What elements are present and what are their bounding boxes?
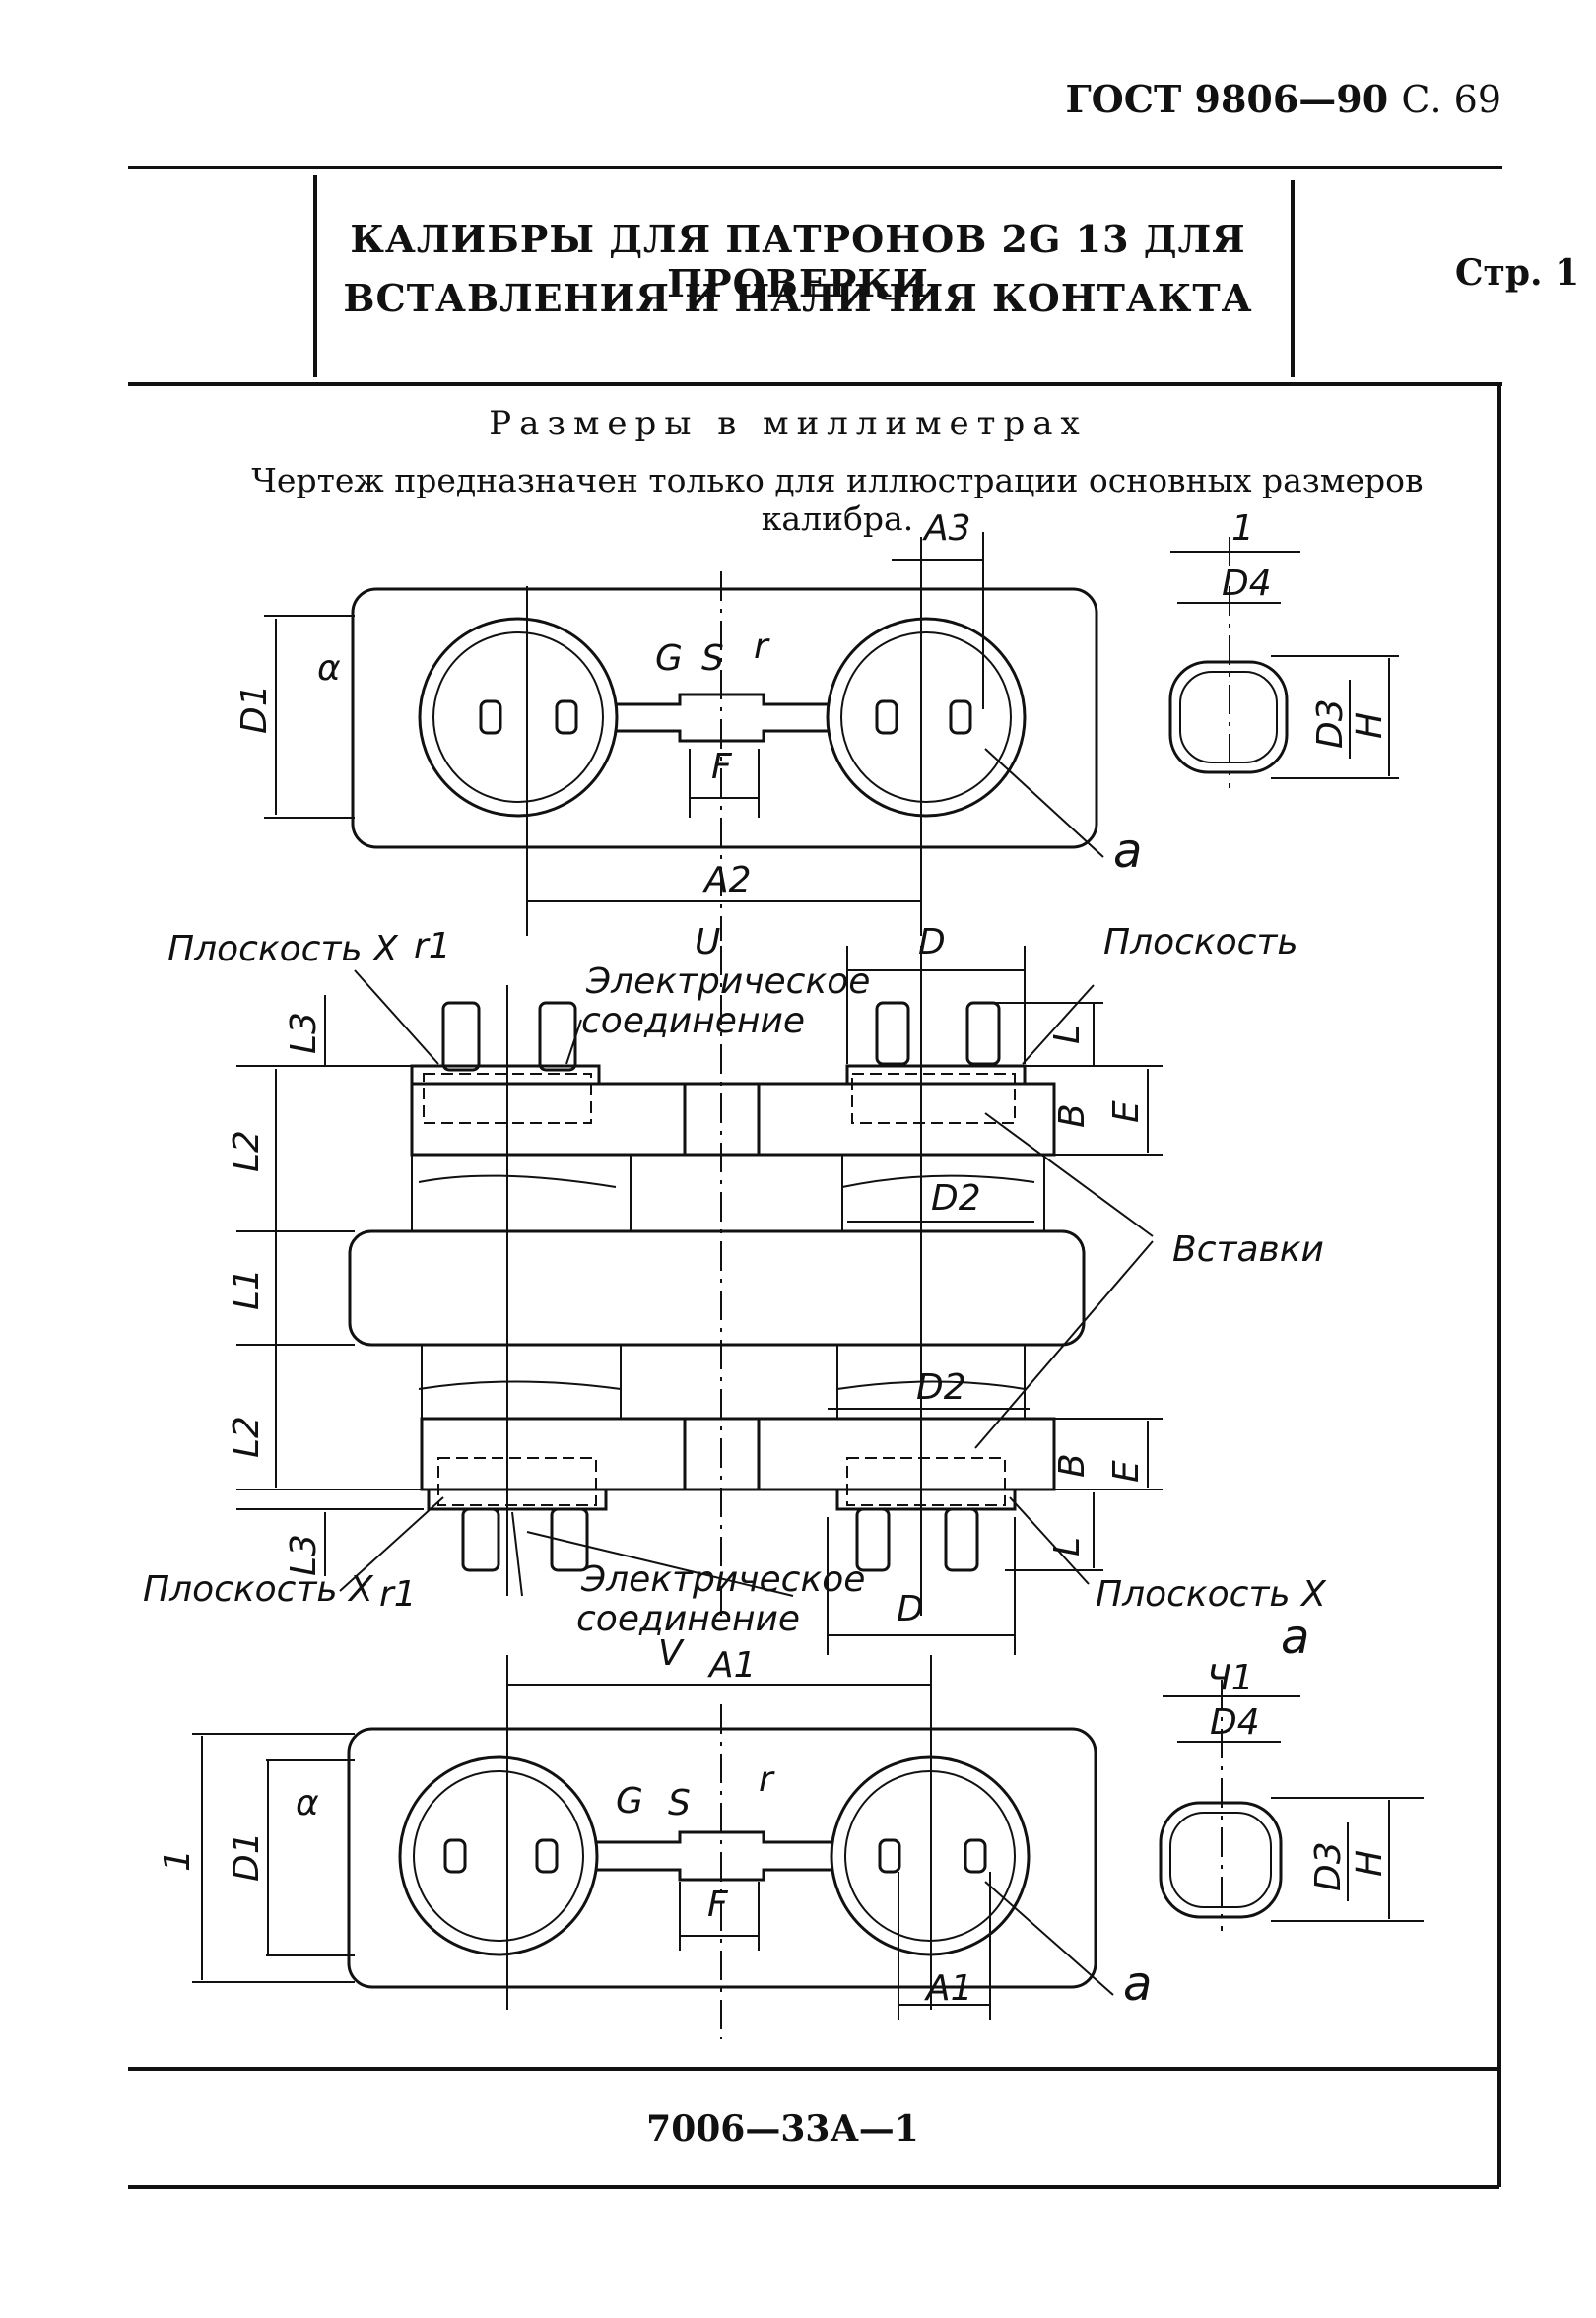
top-side-view <box>1168 537 1399 788</box>
label-inserts: Вставки <box>1172 1229 1324 1270</box>
dim-L1: L1 <box>227 1268 267 1310</box>
label-U: U <box>695 922 720 962</box>
dim-S-bottom: S <box>668 1783 691 1823</box>
dim-S-top: S <box>701 638 724 679</box>
dim-r1-bottom: r1 <box>379 1574 417 1615</box>
title-line-2: ВСТАВЛЕНИЯ И НАЛИЧИЯ КОНТАКТА <box>343 276 1253 320</box>
dim-r-bottom: r <box>759 1759 775 1800</box>
dim-G-bottom: G <box>616 1781 643 1821</box>
dim-c1: Ч1 <box>1207 1658 1254 1698</box>
frame-right <box>1497 384 1501 2187</box>
footer-rule-top <box>128 2067 1499 2071</box>
dim-one-bottom: 1 <box>158 1849 198 1872</box>
drawing-note: Чертеж предназначен только для иллюстрац… <box>251 461 1424 538</box>
dim-A1-bottom: A1 <box>707 1645 757 1686</box>
bottom-plan-view <box>192 1655 1114 2039</box>
dim-D1-bottom: D1 <box>227 1831 267 1882</box>
label-elec-conn-top-1: Электрическое <box>585 961 870 1002</box>
dim-r-top: r <box>754 627 770 667</box>
dim-A3: A3 <box>922 508 971 549</box>
dim-F-top: F <box>711 747 733 787</box>
dim-L-top: L <box>1047 1025 1088 1044</box>
label-a-top: a <box>1113 824 1142 879</box>
dim-L2-top: L2 <box>227 1130 267 1172</box>
page-header: ГОСТ 9806—90 С. 69 <box>1065 77 1501 121</box>
footer-rule-bottom <box>128 2185 1499 2189</box>
dim-E-bottom: E <box>1106 1460 1147 1483</box>
label-V: V <box>658 1633 685 1674</box>
dim-B-top: B <box>1052 1103 1093 1128</box>
bottom-side-view <box>1159 1680 1424 1931</box>
top-plan-view <box>264 532 1104 941</box>
dim-H-top: H <box>1350 712 1390 739</box>
dim-B-bottom: B <box>1052 1453 1093 1478</box>
dim-D2-top: D2 <box>931 1178 981 1219</box>
dim-A2: A2 <box>702 860 752 900</box>
label-elec-conn-top-2: соединение <box>581 1001 805 1041</box>
label-plane-x-top: Плоскость Х <box>167 929 399 969</box>
units-note: Размеры в миллиметрах <box>489 404 1088 443</box>
label-a-middle: a <box>1281 1610 1309 1665</box>
dim-L3-top: L3 <box>284 1012 324 1054</box>
title-line-1: КАЛИБРЫ ДЛЯ ПАТРОНОВ 2G 13 ДЛЯ ПРОВЕРКИ <box>350 217 1246 305</box>
dim-alpha-top: α <box>317 648 341 689</box>
title-block: КАЛИБРЫ ДЛЯ ПАТРОНОВ 2G 13 ДЛЯ ПРОВЕРКИ … <box>128 166 1579 386</box>
dim-D4-top: D4 <box>1222 563 1272 604</box>
dim-L-bottom: L <box>1047 1537 1088 1556</box>
label-plane-x-bottom-right: Плоскость Х <box>1096 1574 1327 1615</box>
dim-D-bottom: D <box>897 1589 924 1629</box>
dim-D3-top: D3 <box>1310 698 1351 749</box>
page-number: С. 69 <box>1401 78 1501 121</box>
dim-D1-top: D1 <box>234 684 275 734</box>
dim-L2-bottom: L2 <box>227 1416 267 1458</box>
dim-D3-bottom: D3 <box>1308 1841 1349 1891</box>
dim-F-bottom: F <box>707 1885 729 1925</box>
dim-H-bottom: H <box>1350 1850 1390 1877</box>
document-code: 7006—33А—1 <box>646 2108 919 2150</box>
dim-D4-bottom: D4 <box>1210 1702 1260 1743</box>
dim-E-top: E <box>1106 1100 1147 1123</box>
dim-A1-lower: A1 <box>924 1968 973 2009</box>
dim-alpha-bottom: α <box>296 1783 319 1823</box>
dim-1: 1 <box>1231 508 1254 549</box>
label-elec-conn-bottom-1: Электрическое <box>580 1559 865 1600</box>
sheet-label: Стр. 1 <box>1454 252 1580 294</box>
label-plane-top: Плоскость <box>1103 922 1298 962</box>
standard-number: ГОСТ 9806—90 <box>1065 77 1389 121</box>
dim-D2-bottom: D2 <box>916 1367 966 1408</box>
label-elec-conn-bottom-2: соединение <box>576 1599 800 1639</box>
label-plane-x-bottom-left: Плоскость Х <box>143 1569 374 1610</box>
dim-G-top: G <box>655 638 683 679</box>
dim-L3-bottom: L3 <box>284 1534 324 1576</box>
label-a-bottom: a <box>1123 1956 1152 2012</box>
dim-r1-top: r1 <box>414 926 451 966</box>
section-view <box>236 946 1163 1655</box>
dim-D-top: D <box>918 922 946 962</box>
